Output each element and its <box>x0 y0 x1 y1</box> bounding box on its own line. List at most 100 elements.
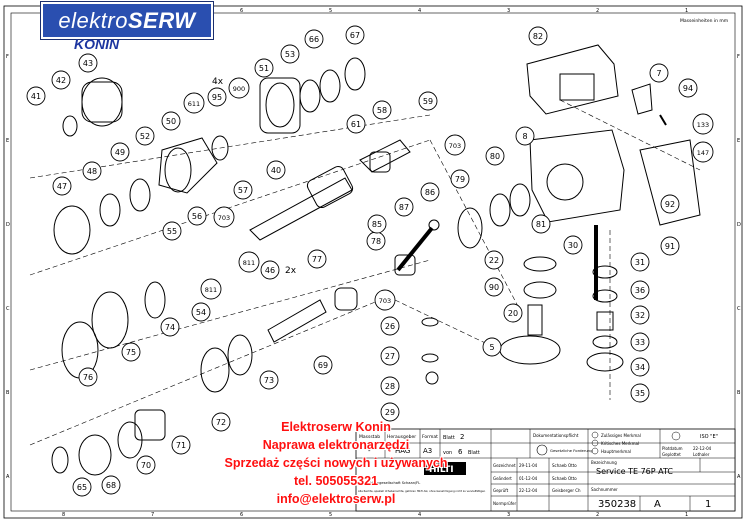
part-balloon-69: 69 <box>313 355 333 375</box>
part-balloon-circle <box>207 87 227 107</box>
part-balloon-92: 92 <box>660 194 680 214</box>
part-balloon-circle <box>692 113 714 135</box>
part-number-label: 80 <box>490 152 500 161</box>
part-number-label: 66 <box>309 35 319 44</box>
part-balloon-circle <box>346 114 366 134</box>
part-balloon-circle <box>110 142 130 162</box>
part-number-label: 61 <box>351 120 361 129</box>
part-number-label: 76 <box>83 373 93 382</box>
part-number-label: 5 <box>489 343 494 352</box>
tb-zul: Zulässiges Merkmal <box>601 433 641 438</box>
part-balloon-22: 22 <box>484 250 504 270</box>
part-balloon-46: 46 <box>260 260 280 280</box>
part-balloon-82: 82 <box>528 26 548 46</box>
part-number-label: 53 <box>285 50 295 59</box>
part-balloon-133: 133 <box>692 113 714 135</box>
part-balloon-66: 66 <box>304 29 324 49</box>
part-number-label: 54 <box>196 308 206 317</box>
logo-brand-light: elektro <box>58 8 128 33</box>
part-balloon-circle <box>313 355 333 375</box>
border-row-label: C <box>6 306 10 312</box>
tb-gepr-name: Geisberger Ch <box>552 488 581 493</box>
border-column-label: 6 <box>240 8 243 14</box>
part-balloon-57: 57 <box>233 180 253 200</box>
tb-sachnummer-value: 350238 <box>598 499 636 510</box>
part-balloon-circle <box>380 402 400 422</box>
part-balloon-circle <box>660 236 680 256</box>
tb-von-value: 6 <box>458 448 463 456</box>
part-number-label: 20 <box>508 309 518 318</box>
part-balloon-circle <box>372 100 392 120</box>
part-balloon-900: 900 <box>228 77 250 99</box>
tb-projection-symbol <box>671 431 681 441</box>
part-number-label: 85 <box>372 220 382 229</box>
part-number-label: 40 <box>271 166 281 175</box>
part-balloon-20: 20 <box>503 303 523 323</box>
part-balloon-29: 29 <box>380 402 400 422</box>
part-number-label: 147 <box>697 149 709 157</box>
part-number-label: 49 <box>115 148 125 157</box>
part-balloon-73: 73 <box>259 370 279 390</box>
part-balloon-circle <box>649 63 669 83</box>
tb-sachnummer-label: Sachnummer <box>591 487 618 492</box>
border-row-label: F <box>737 54 740 60</box>
part-number-label: 133 <box>697 121 709 129</box>
part-balloon-circle <box>660 194 680 214</box>
part-balloon-circle <box>183 92 205 114</box>
tb-gez-date: 29-11-04 <box>519 463 538 468</box>
part-balloon-55: 55 <box>162 221 182 241</box>
part-number-label: 79 <box>455 175 465 184</box>
hilti-logo-box <box>424 462 466 475</box>
part-balloon-67: 67 <box>345 25 365 45</box>
part-balloon-circle <box>161 111 181 131</box>
border-column-label: 3 <box>507 512 510 518</box>
part-number-label: 91 <box>665 242 675 251</box>
part-balloon-circle <box>444 134 466 156</box>
part-balloon-circle <box>380 346 400 366</box>
part-balloon-circle <box>563 235 583 255</box>
tb-blatt-label: Blatt <box>443 435 455 441</box>
part-number-label: 7 <box>656 69 661 78</box>
part-number-label: 27 <box>385 352 395 361</box>
tb-gepr-label: Geprüft <box>493 488 509 493</box>
border-column-label: 7 <box>151 512 154 518</box>
part-balloon-36: 36 <box>630 280 650 300</box>
part-balloon-circle <box>630 357 650 377</box>
part-number-label: 811 <box>205 286 217 294</box>
border-row-label: A <box>6 474 10 480</box>
part-balloon-circle <box>136 455 156 475</box>
part-balloon-circle <box>630 332 650 352</box>
tb-n-symbol <box>536 444 548 456</box>
part-number-label: 29 <box>385 408 395 417</box>
part-balloon-circle <box>82 161 102 181</box>
part-number-label: 55 <box>167 227 177 236</box>
part-number-label: 77 <box>312 255 322 264</box>
tb-massstab-value: - <box>368 447 371 455</box>
qty-label-4x: 4x <box>212 77 224 87</box>
part-balloon-53: 53 <box>280 44 300 64</box>
part-balloon-circle <box>280 44 300 64</box>
part-number-label: 94 <box>683 84 693 93</box>
part-balloon-26: 26 <box>380 316 400 336</box>
border-row-label: D <box>737 222 741 228</box>
part-number-label: 57 <box>238 186 248 195</box>
tb-herausgeber-value: HAG <box>395 447 410 455</box>
part-balloon-circle <box>213 206 235 228</box>
part-number-label: 71 <box>176 441 186 450</box>
tb-gez-label: Gezeichnet <box>493 463 516 468</box>
part-balloon-86: 86 <box>420 182 440 202</box>
part-balloon-circle <box>528 26 548 46</box>
part-number-label: 34 <box>635 363 645 372</box>
part-balloon-75: 75 <box>121 342 141 362</box>
part-number-label: 26 <box>385 322 395 331</box>
part-balloon-54: 54 <box>191 302 211 322</box>
part-number-label: 703 <box>218 214 230 222</box>
tb-brand: HILTI <box>429 465 454 475</box>
part-number-label: 35 <box>635 389 645 398</box>
part-balloon-circle <box>367 214 387 234</box>
part-balloon-circle <box>260 260 280 280</box>
part-balloon-33: 33 <box>630 332 650 352</box>
promo-line-4: tel. 505055321 <box>293 474 379 488</box>
part-balloon-811-2: 811 <box>200 278 222 300</box>
